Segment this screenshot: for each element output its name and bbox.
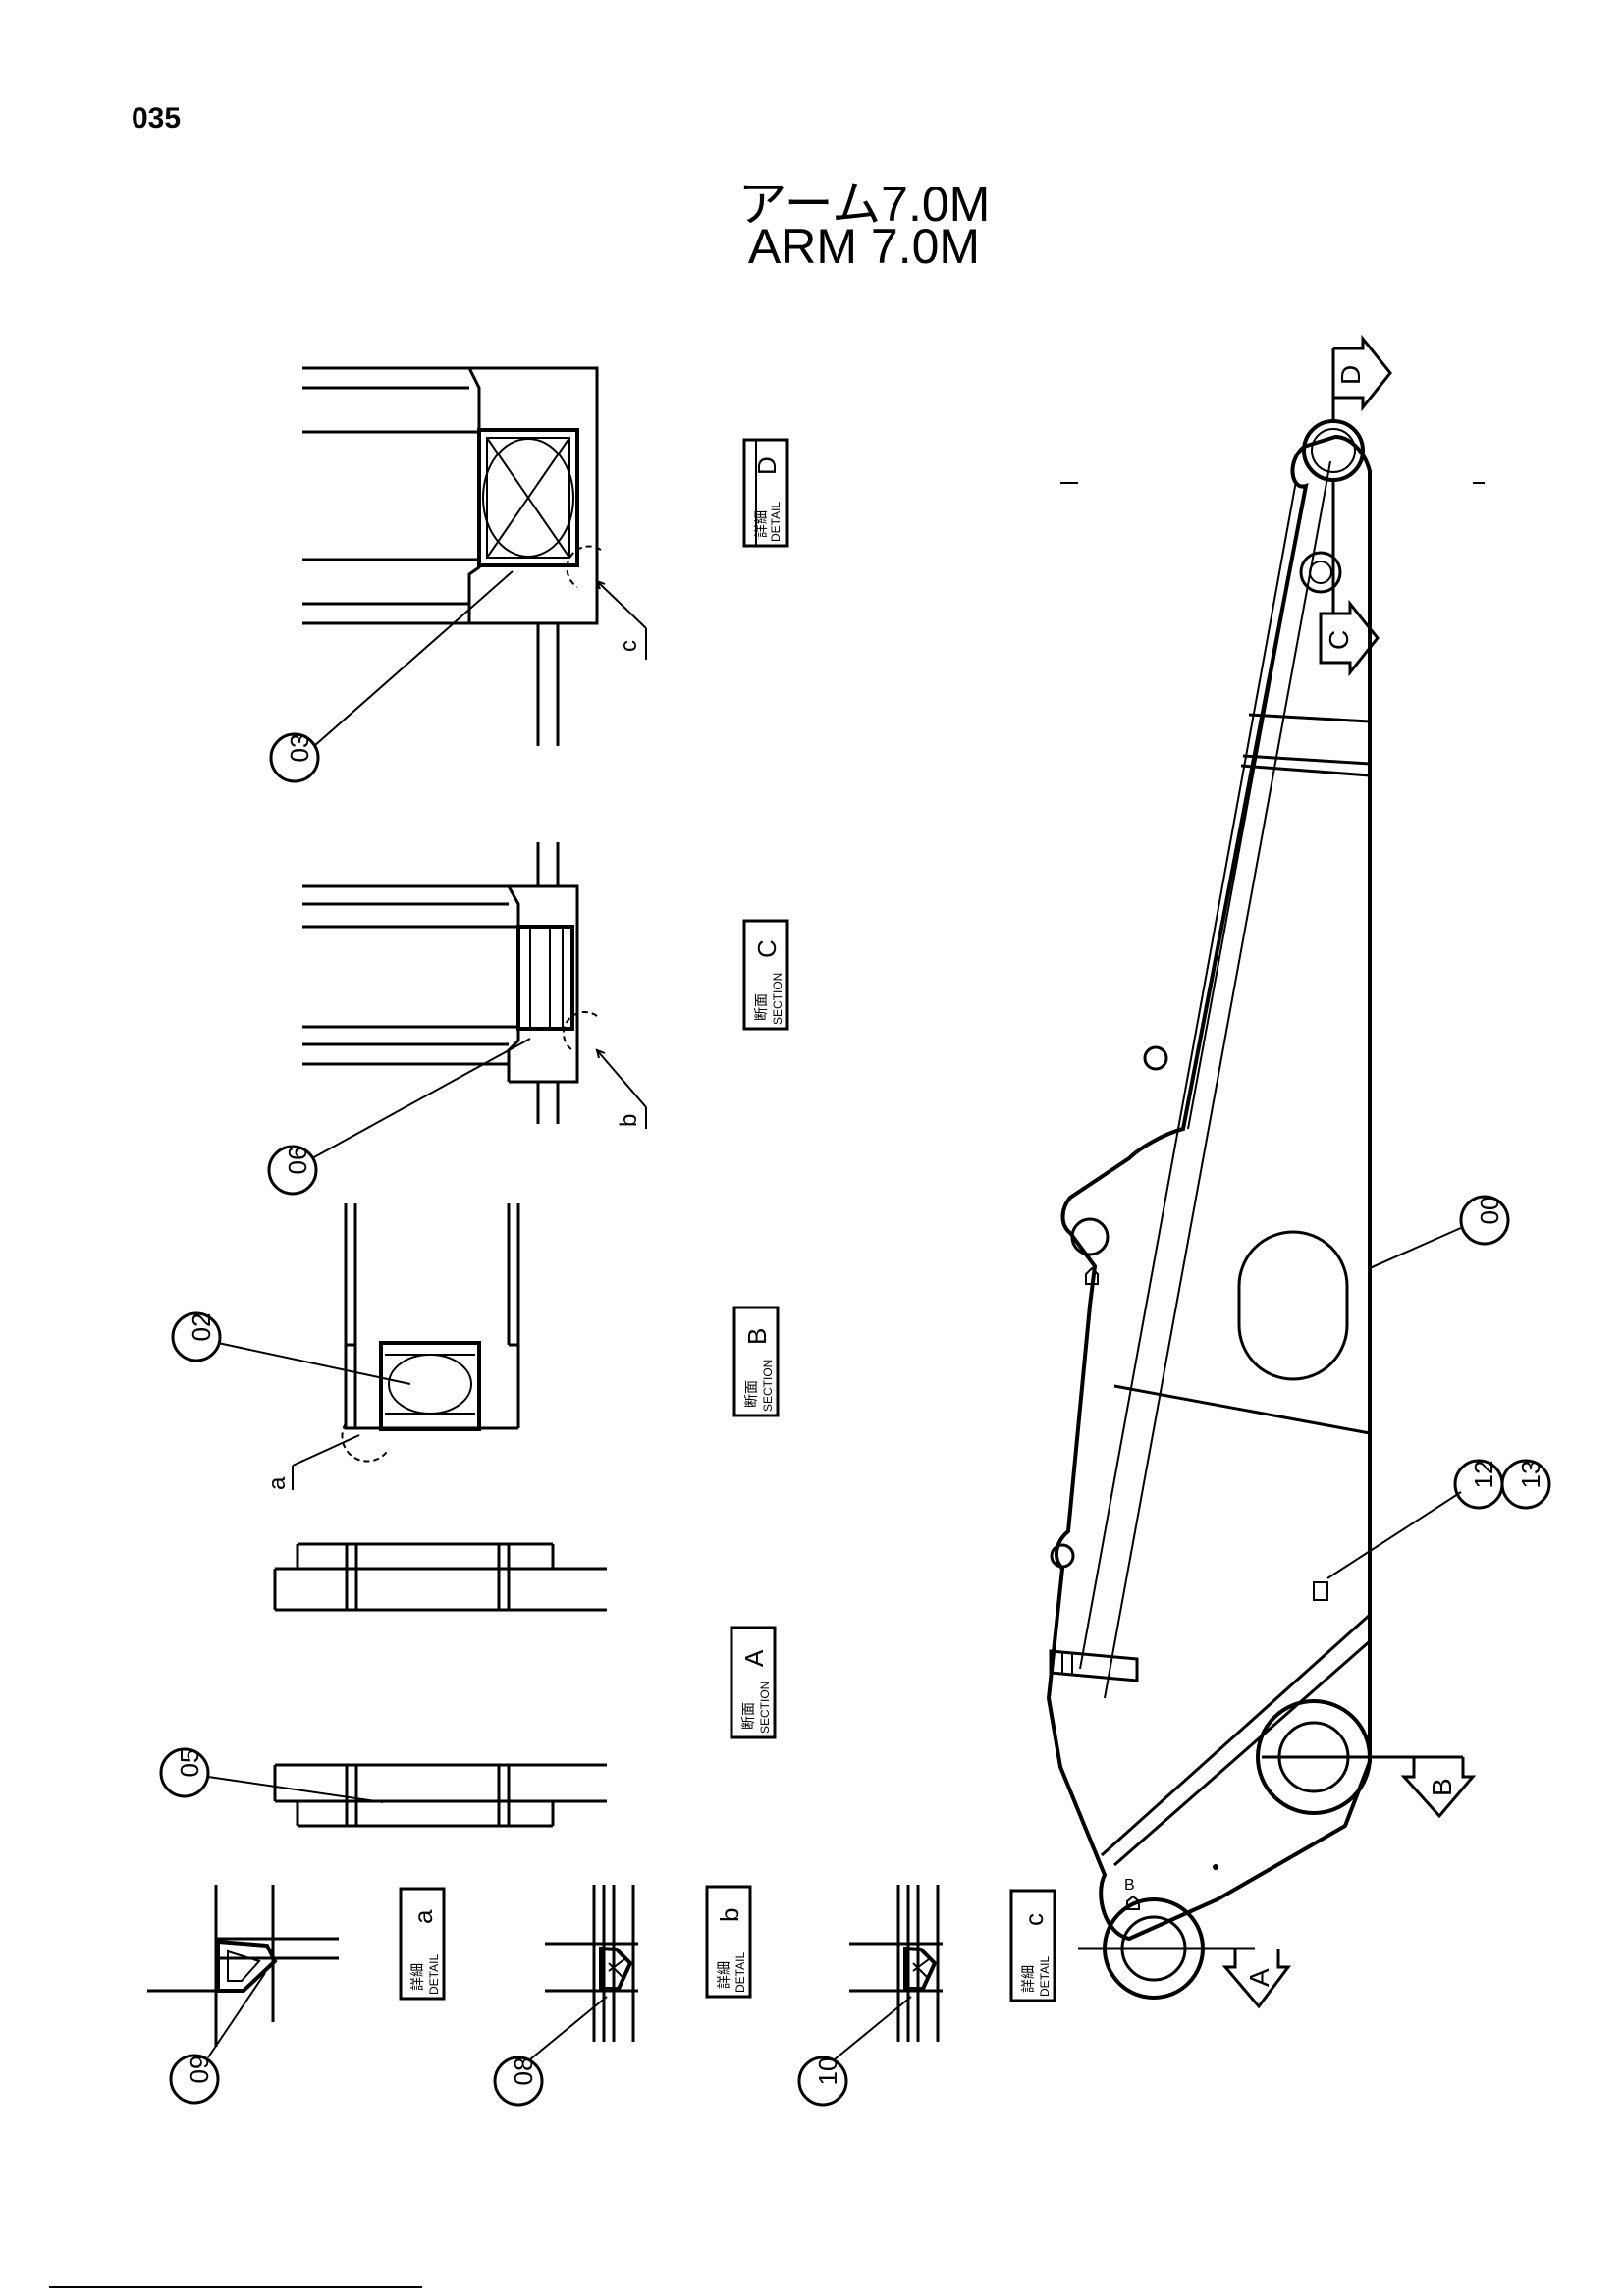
svg-text:10: 10 bbox=[813, 2057, 842, 2086]
view-label-section-c: 断面 SECTION C bbox=[742, 919, 789, 1031]
detail-d-view bbox=[302, 366, 647, 746]
small-mark-b: B bbox=[1124, 1877, 1135, 1894]
detail-mark-a: a bbox=[264, 1476, 291, 1490]
svg-text:12: 12 bbox=[1469, 1461, 1498, 1489]
section-arrow-d bbox=[1331, 334, 1392, 420]
view-label-detail-a: 詳細 DETAIL a bbox=[399, 1887, 446, 2001]
svg-text:02: 02 bbox=[187, 1313, 216, 1342]
section-arrow-d-label: D bbox=[1335, 365, 1366, 385]
callout-03: 03 bbox=[269, 570, 514, 783]
section-arrow-a bbox=[1078, 1947, 1291, 2009]
svg-text:SECTION: SECTION bbox=[761, 1360, 775, 1412]
callout-10: 10 bbox=[797, 1996, 912, 2107]
detail-mark-c: c bbox=[616, 640, 642, 652]
svg-text:00: 00 bbox=[1475, 1197, 1504, 1225]
section-arrow-b-label: B bbox=[1427, 1778, 1457, 1796]
title-japanese: アーム7.0M bbox=[737, 177, 991, 232]
section-a-view bbox=[273, 1542, 607, 1828]
svg-text:05: 05 bbox=[175, 1749, 204, 1778]
section-b-view bbox=[292, 1203, 520, 1490]
callout-09: 09 bbox=[169, 1972, 266, 2105]
svg-text:DETAIL: DETAIL bbox=[427, 1954, 441, 1995]
svg-text:a: a bbox=[408, 1909, 438, 1924]
arm-body bbox=[1046, 419, 1372, 2000]
detail-c-view bbox=[849, 1885, 943, 2042]
svg-text:SECTION: SECTION bbox=[758, 1682, 772, 1734]
svg-text:詳細: 詳細 bbox=[409, 1963, 425, 1991]
view-label-section-b: 断面 SECTION B bbox=[732, 1306, 780, 1417]
svg-text:断面: 断面 bbox=[740, 1702, 756, 1730]
svg-text:断面: 断面 bbox=[743, 1380, 759, 1408]
callout-05: 05 bbox=[159, 1747, 384, 1803]
svg-text:詳細: 詳細 bbox=[753, 510, 769, 538]
view-label-section-a: 断面 SECTION A bbox=[730, 1626, 777, 1739]
section-arrow-b bbox=[1262, 1755, 1477, 1819]
svg-text:DETAIL: DETAIL bbox=[769, 502, 783, 542]
svg-text:03: 03 bbox=[285, 734, 314, 763]
callout-06: 06 bbox=[267, 1038, 531, 1196]
svg-text:断面: 断面 bbox=[753, 993, 769, 1021]
svg-text:08: 08 bbox=[509, 2057, 538, 2086]
svg-text:A: A bbox=[739, 1649, 769, 1667]
detail-a-view bbox=[147, 1885, 339, 2047]
svg-text:DETAIL: DETAIL bbox=[1038, 1956, 1052, 1997]
section-arrow-c-label: C bbox=[1324, 630, 1354, 650]
view-label-detail-b: 詳細 DETAIL b bbox=[705, 1885, 752, 1999]
view-label-detail-c: 詳細 DETAIL c bbox=[1009, 1889, 1056, 2002]
title-english: ARM 7.0M bbox=[747, 219, 981, 274]
svg-text:DETAIL: DETAIL bbox=[733, 1952, 747, 1993]
callout-00: 00 bbox=[1369, 1195, 1510, 1269]
detail-b-view bbox=[545, 1885, 638, 2042]
callout-02: 02 bbox=[171, 1311, 411, 1385]
svg-text:B: B bbox=[742, 1328, 772, 1345]
svg-text:SECTION: SECTION bbox=[771, 973, 785, 1025]
svg-text:09: 09 bbox=[185, 2056, 214, 2084]
detail-mark-b: b bbox=[616, 1114, 642, 1127]
section-c-view bbox=[302, 842, 647, 1129]
section-arrow-c bbox=[1319, 481, 1380, 677]
section-arrow-a-label: A bbox=[1244, 1968, 1274, 1987]
callout-12-13: 12 13 bbox=[1326, 1459, 1551, 1579]
svg-text:D: D bbox=[752, 456, 782, 475]
svg-text:詳細: 詳細 bbox=[716, 1961, 731, 1989]
callout-08: 08 bbox=[493, 1996, 608, 2107]
svg-text:c: c bbox=[1019, 1913, 1049, 1926]
svg-text:詳細: 詳細 bbox=[1020, 1965, 1036, 1993]
svg-text:06: 06 bbox=[283, 1147, 312, 1175]
svg-text:b: b bbox=[715, 1908, 744, 1922]
view-label-detail-d: 詳細 DETAIL D bbox=[742, 438, 789, 548]
svg-text:13: 13 bbox=[1516, 1461, 1545, 1489]
svg-text:C: C bbox=[752, 939, 782, 958]
page-number: 035 bbox=[132, 102, 182, 134]
